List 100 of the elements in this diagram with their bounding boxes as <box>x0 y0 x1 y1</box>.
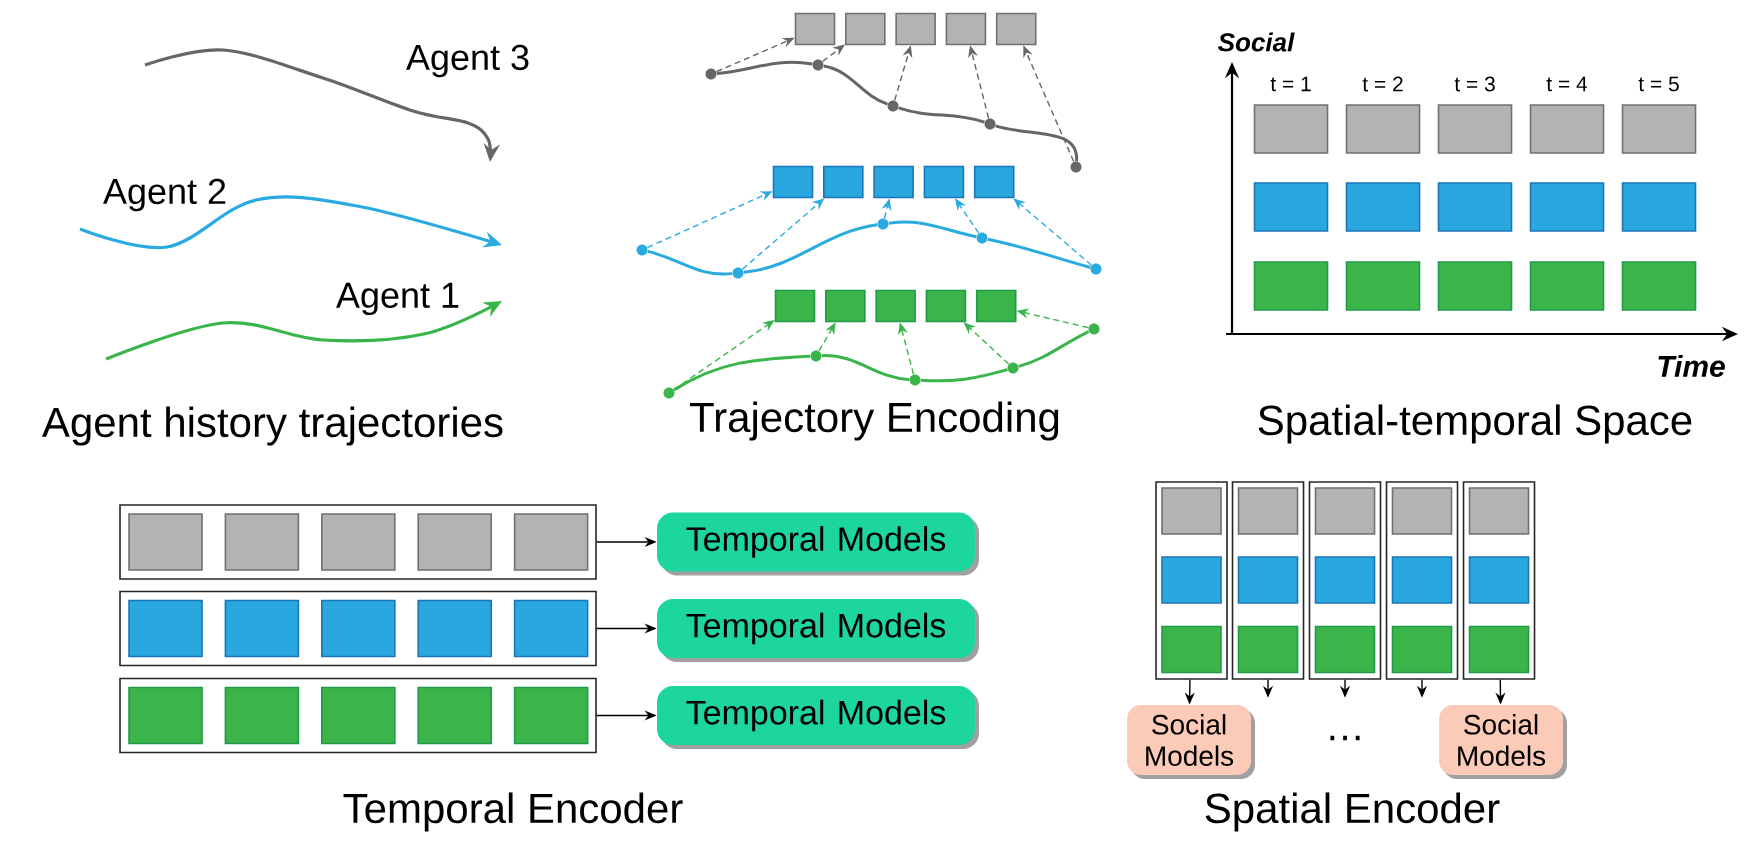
ellipsis: … <box>1330 735 1360 741</box>
axis-label: Social <box>1218 32 1295 52</box>
model-box: Temporal Models <box>657 512 979 576</box>
model-box: Social Models <box>1127 705 1255 779</box>
agent-label: Agent 1 <box>336 282 459 316</box>
feature-square <box>895 12 936 46</box>
trajectory-point <box>909 374 921 386</box>
feature-square <box>1391 487 1453 535</box>
trajectory-curve <box>987 237 1091 269</box>
arrow <box>822 44 845 63</box>
feature-square <box>823 165 864 199</box>
feature-square <box>772 165 814 199</box>
agent-label: Agent 3 <box>406 44 529 78</box>
feature-square <box>321 686 396 745</box>
feature-square <box>1314 625 1376 674</box>
feature-square <box>1621 104 1697 154</box>
feature-square <box>1437 261 1513 311</box>
feature-square <box>1468 556 1530 604</box>
feature-square <box>794 12 836 46</box>
feature-square <box>1529 261 1605 311</box>
model-box: Temporal Models <box>657 599 979 662</box>
feature-square <box>1529 104 1605 154</box>
panel-title: Spatial Encoder <box>1205 792 1500 832</box>
trajectory-point <box>1070 161 1082 173</box>
trajectory-curve <box>995 124 1079 162</box>
feature-square <box>1468 487 1530 535</box>
feature-square <box>1391 556 1453 604</box>
feature-square <box>224 513 300 571</box>
panel-title: Agent history trajectories <box>42 406 503 446</box>
trajectory-point <box>1088 323 1100 335</box>
trajectory-curve <box>920 368 1008 383</box>
feature-square <box>513 599 589 658</box>
feature-square <box>1237 487 1299 535</box>
trajectory-curve <box>716 60 813 75</box>
trajectory-curve <box>898 106 985 124</box>
feature-square <box>1253 182 1329 232</box>
feature-square <box>845 12 886 46</box>
trajectory-curve <box>743 223 878 274</box>
feature-square <box>417 513 493 571</box>
feature-square <box>774 289 816 323</box>
feature-square <box>1314 487 1376 535</box>
feature-square <box>321 513 396 571</box>
feature-square <box>417 599 493 658</box>
panel-title: Temporal Encoder <box>343 792 683 832</box>
model-box: Temporal Models <box>657 686 979 749</box>
agent-label: Agent 2 <box>103 178 226 212</box>
model-box: Social Models <box>1439 705 1567 779</box>
trajectory-curve <box>647 249 733 276</box>
trajectory-curve <box>1018 330 1090 368</box>
feature-square <box>224 686 300 745</box>
trajectory-point <box>636 244 648 256</box>
feature-square <box>825 289 866 323</box>
feature-square <box>224 599 300 658</box>
trajectory-point <box>984 118 996 130</box>
arrow <box>1013 198 1093 266</box>
panel-title: Trajectory Encoding <box>690 401 1059 441</box>
feature-square <box>128 513 203 571</box>
feature-square <box>875 289 916 323</box>
trajectory-point <box>663 387 675 399</box>
feature-square <box>1237 625 1299 674</box>
feature-square <box>1437 182 1513 232</box>
feature-square <box>417 686 493 745</box>
feature-square <box>925 289 967 323</box>
feature-square <box>995 12 1037 46</box>
feature-square <box>1345 104 1421 154</box>
feature-square <box>1391 625 1453 674</box>
time-label: t = 3 <box>1454 76 1495 92</box>
time-label: t = 1 <box>1270 76 1311 92</box>
feature-square <box>513 513 589 571</box>
feature-square <box>1161 487 1222 535</box>
feature-square <box>1253 104 1329 154</box>
trajectory-point <box>1090 263 1102 275</box>
time-label: t = 2 <box>1362 76 1403 92</box>
feature-square <box>973 165 1015 199</box>
feature-square <box>873 165 914 199</box>
feature-square <box>1161 625 1222 674</box>
trajectory-point <box>976 232 988 244</box>
feature-square <box>128 686 203 745</box>
trajectory-point <box>1007 362 1019 374</box>
feature-square <box>1621 261 1697 311</box>
time-label: t = 4 <box>1546 76 1588 92</box>
trajectory-point <box>810 350 822 362</box>
trajectory-curve <box>821 354 910 382</box>
trajectory-point <box>877 218 889 230</box>
feature-square <box>923 165 965 199</box>
axis-label: Time <box>1658 355 1725 377</box>
panel-title: Spatial-temporal Space <box>1258 404 1692 444</box>
feature-square <box>945 12 987 46</box>
trajectory-point <box>812 59 824 71</box>
feature-square <box>1314 556 1376 604</box>
time-label: t = 5 <box>1638 76 1679 92</box>
feature-square <box>321 599 396 658</box>
trajectory-point <box>732 267 744 279</box>
trajectory-curve <box>673 354 811 392</box>
trajectory-point <box>887 100 899 112</box>
feature-square <box>975 289 1017 323</box>
trajectory-curve <box>823 64 888 106</box>
trajectory-point <box>705 68 717 80</box>
feature-square <box>1621 182 1697 232</box>
feature-square <box>1529 182 1605 232</box>
